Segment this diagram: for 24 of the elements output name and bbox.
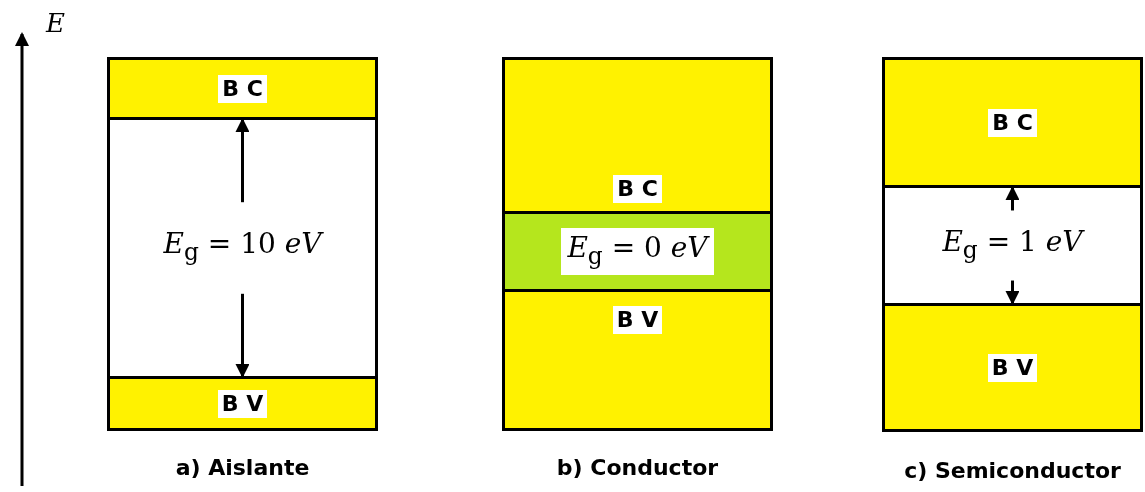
band-label: B C	[988, 108, 1037, 137]
axis-label: E	[46, 8, 65, 38]
arrow	[235, 293, 250, 378]
energy-band	[107, 376, 378, 431]
band-label: B V	[987, 353, 1038, 382]
band-label: B C	[218, 74, 267, 103]
band-label: B C	[613, 175, 662, 203]
band-label: B V	[217, 389, 268, 418]
energy-band	[882, 303, 1143, 432]
band-gap	[107, 117, 378, 379]
panel-caption: b) Conductor	[556, 455, 719, 480]
arrow	[1005, 186, 1020, 211]
band-gap	[882, 185, 1143, 306]
arrow	[1005, 280, 1020, 305]
panel-caption: a) Aislante	[175, 455, 310, 480]
energy-band	[882, 57, 1143, 188]
band-label: B V	[612, 306, 663, 334]
energy-band	[502, 289, 773, 431]
energy-band	[107, 57, 378, 120]
panel-caption: c) Semiconductor	[904, 458, 1121, 483]
band-gap	[502, 211, 773, 292]
energy-band	[502, 57, 773, 214]
arrow	[235, 118, 250, 203]
gap-energy-label: E$_{g}$ = 0 eV	[561, 227, 714, 276]
